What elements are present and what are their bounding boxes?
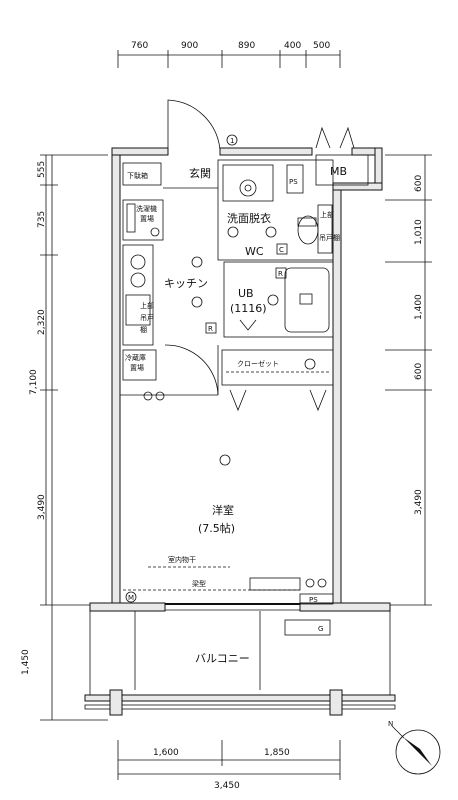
fridge-label-2: 置場 bbox=[130, 363, 144, 372]
balcony-label: バルコニー bbox=[195, 652, 250, 665]
kitchen-cabinet-label-2: 吊戸 bbox=[140, 314, 154, 322]
dim-bottom-2: 3,450 bbox=[214, 781, 240, 791]
left-dimensions: 555 735 2,320 7,100 3,490 1,450 bbox=[21, 154, 108, 721]
mb-label: MB bbox=[330, 165, 347, 178]
beam-label: 梁型 bbox=[192, 579, 206, 588]
storage-label-1: 上部 bbox=[320, 210, 334, 219]
dim-left-3: 7,100 bbox=[29, 369, 39, 395]
kitchen: 上部 吊戸 棚 キッチン R bbox=[122, 244, 219, 396]
closet: クローゼット bbox=[221, 349, 334, 412]
dim-left-0: 555 bbox=[37, 161, 47, 178]
entrance-label: 玄関 bbox=[189, 166, 211, 180]
kitchen-cabinet-label-1: 上部 bbox=[140, 301, 154, 310]
dim-top-1: 900 bbox=[181, 41, 198, 51]
symbol-one: 1 bbox=[230, 137, 234, 145]
outer-walls bbox=[89, 147, 391, 612]
light-fixture-icon bbox=[219, 454, 231, 466]
closet-label: クローゼット bbox=[237, 359, 279, 368]
dim-left-1: 735 bbox=[37, 211, 47, 228]
dim-left-2: 2,320 bbox=[37, 309, 47, 335]
ps-top-label: PS bbox=[289, 178, 298, 186]
dim-left-4: 3,490 bbox=[37, 494, 47, 520]
balcony: G バルコニー bbox=[84, 611, 396, 716]
laundry-label-1: 洗濯機 bbox=[136, 204, 157, 213]
dim-top-4: 500 bbox=[313, 41, 330, 51]
m-symbol: M bbox=[128, 594, 134, 602]
washroom: PS 洗面脱衣 WC C 上部 吊戸棚 bbox=[217, 159, 340, 261]
wc-c-symbol: C bbox=[279, 246, 284, 254]
dim-top-0: 760 bbox=[131, 41, 148, 51]
fridge-label-1: 冷蔵庫 bbox=[125, 353, 146, 362]
dim-top-2: 890 bbox=[238, 41, 255, 51]
ub-r-symbol: R bbox=[278, 270, 283, 278]
bottom-dimensions: 1,600 1,850 3,450 bbox=[117, 740, 341, 791]
entrance-door: 1 bbox=[167, 99, 238, 155]
western-room-label: 洋室 bbox=[212, 503, 234, 517]
top-dimensions: 760 900 890 400 500 bbox=[117, 41, 341, 68]
kitchen-r-symbol: R bbox=[208, 325, 213, 333]
kitchen-label: キッチン bbox=[164, 277, 208, 290]
dim-bottom-1: 1,850 bbox=[264, 748, 290, 758]
washroom-label: 洗面脱衣 bbox=[227, 211, 271, 225]
unit-bath: R UB (1116) bbox=[223, 261, 334, 338]
fridge-area: 冷蔵庫 置場 bbox=[122, 349, 165, 401]
kitchen-cabinet-label-3: 棚 bbox=[140, 325, 147, 334]
svg-text:N: N bbox=[388, 720, 393, 728]
wc-label: WC bbox=[245, 245, 264, 258]
laundry-area: 洗濯機 置場 bbox=[122, 199, 164, 241]
shoe-box: 下駄箱 bbox=[122, 162, 162, 186]
dim-right-1: 1,010 bbox=[414, 219, 424, 245]
western-room: 洋室 (7.5帖) 室内物干 梁型 M PS bbox=[120, 394, 334, 605]
mb-box: MB bbox=[315, 126, 369, 186]
light-fixture-icon bbox=[227, 226, 239, 238]
dim-right-3: 600 bbox=[414, 363, 424, 380]
laundry-label-2: 置場 bbox=[140, 214, 154, 223]
dim-top-3: 400 bbox=[284, 41, 301, 51]
ub-size-label: (1116) bbox=[230, 302, 267, 315]
storage-label-2: 吊戸棚 bbox=[319, 233, 340, 242]
western-room-size-label: (7.5帖) bbox=[198, 522, 235, 535]
right-dimensions: 600 1,010 1,400 600 3,490 bbox=[385, 154, 432, 606]
ub-label: UB bbox=[238, 287, 254, 300]
dim-right-0: 600 bbox=[414, 175, 424, 192]
dim-left-5: 1,450 bbox=[21, 649, 31, 675]
dim-right-2: 1,400 bbox=[414, 294, 424, 320]
compass-icon: N bbox=[388, 720, 441, 775]
ps-bottom-label: PS bbox=[309, 596, 318, 604]
dim-right-4: 3,490 bbox=[414, 489, 424, 515]
indoor-drying-label: 室内物干 bbox=[168, 555, 196, 564]
g-symbol: G bbox=[318, 625, 323, 633]
shoe-box-label: 下駄箱 bbox=[127, 171, 148, 180]
dim-bottom-0: 1,600 bbox=[153, 748, 179, 758]
